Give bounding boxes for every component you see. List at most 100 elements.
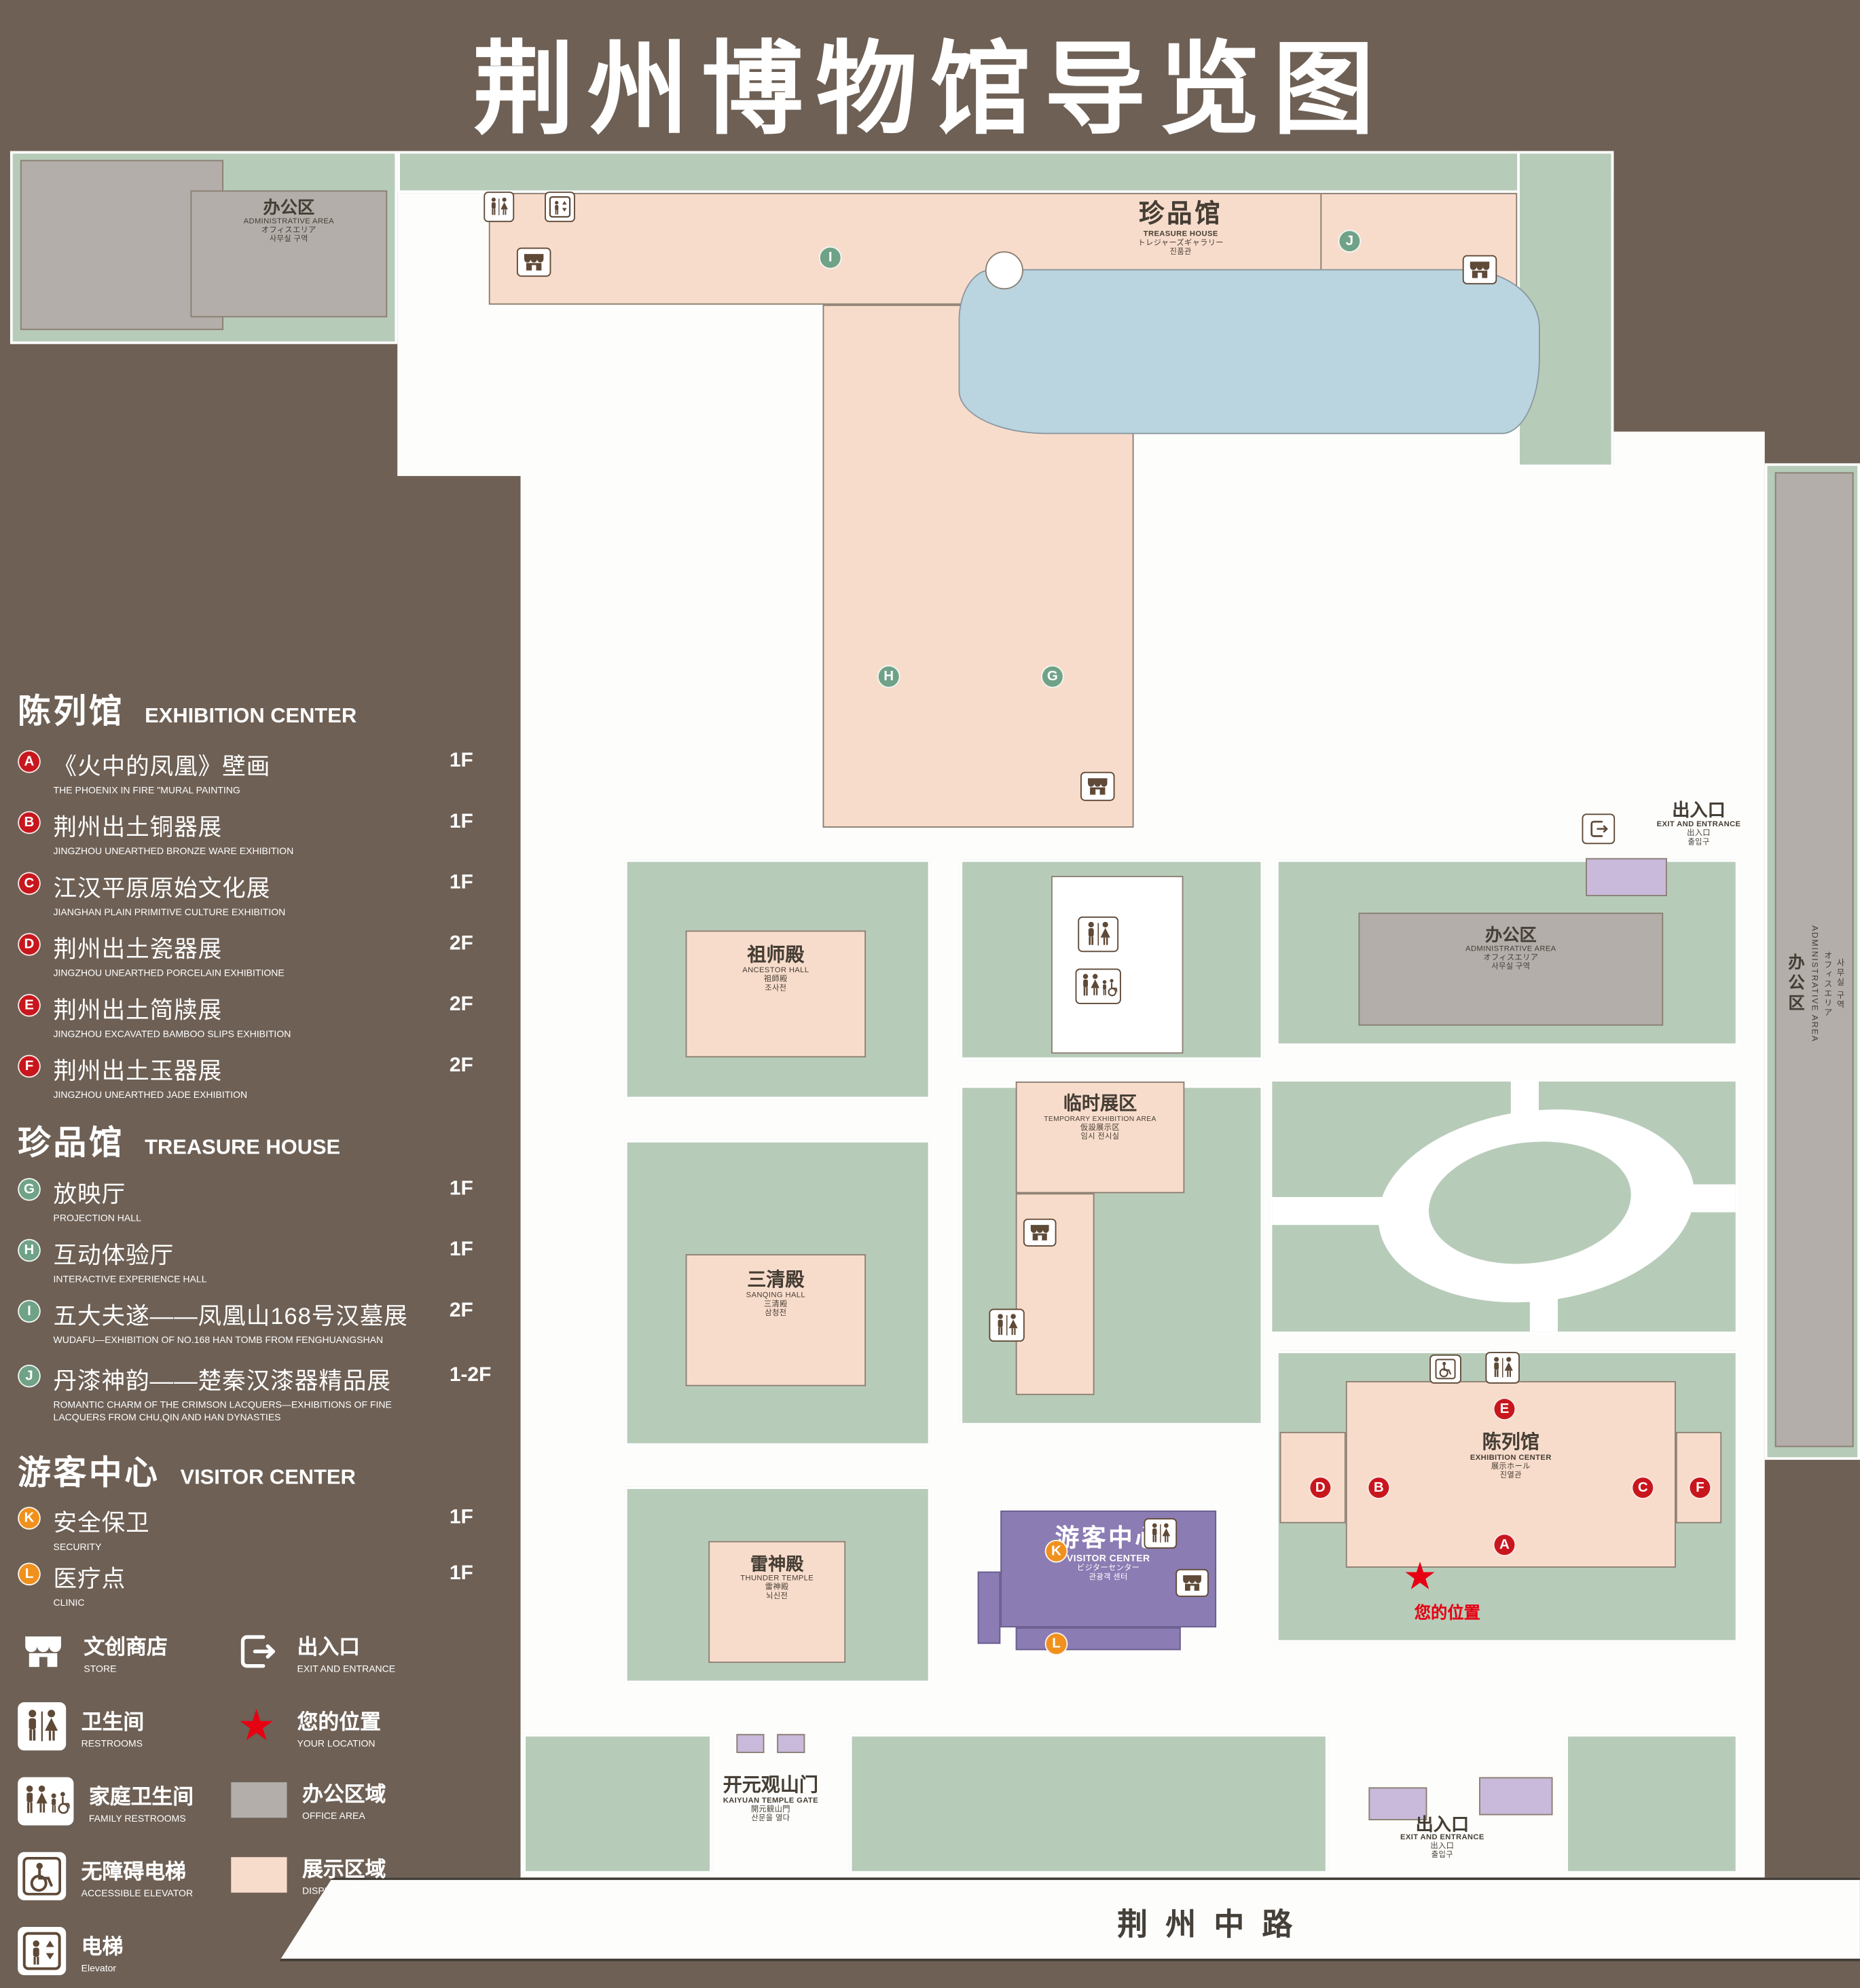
legend-symbol-store: 文创商店 STORE — [18, 1627, 168, 1676]
road — [279, 1877, 1860, 1962]
marker-j: J — [18, 1364, 41, 1388]
lawn-north-band — [397, 151, 1614, 194]
map-marker-b: B — [1367, 1476, 1391, 1499]
exit-icon — [231, 1627, 282, 1676]
pond-path-circle — [985, 251, 1023, 290]
legend-item-g: G 放映厅 PROJECTION HALL 1F — [18, 1177, 515, 1225]
store-icon — [1080, 771, 1115, 801]
building-thunder-temple — [708, 1541, 846, 1663]
map-marker-j: J — [1338, 229, 1362, 253]
legend-symbol-restroom: 卫生间 RESTROOMS — [18, 1702, 144, 1751]
legend-item-c: C 江汉平原原始文化展 JIANGHAN PLAIN PRIMITIVE CUL… — [18, 871, 515, 919]
legend-heading-treasure: 珍品馆 TREASURE HOUSE — [18, 1123, 341, 1162]
label-admin-nw: 办公区 ADMINISTRATIVE AREA オフィスエリア 사무실 구역 — [243, 198, 335, 244]
park-path-east — [1682, 1184, 1736, 1213]
label-exhibition: 陈列馆 EXHIBITION CENTER 展示ホール 진열관 — [1470, 1431, 1552, 1480]
exit-icon — [1582, 813, 1616, 845]
entrance-pad-south — [1479, 1777, 1553, 1816]
gate-pier — [777, 1733, 805, 1753]
your-location-star-icon: ★ — [237, 1702, 276, 1751]
map-marker-d: D — [1309, 1476, 1332, 1499]
map-marker-g: G — [1041, 665, 1064, 688]
building-sanqing-hall — [685, 1254, 867, 1386]
label-admin-east: 办公区 ADMINISTRATIVE AREA オフィスエリア 사무실 구역 — [1465, 925, 1556, 972]
legend-item-d: D 荆州出土瓷器展 JINGZHOU UNEARTHED PORCELAIN E… — [18, 932, 515, 980]
legend-item-j: J 丹漆神韵——楚秦汉漆器精品展 ROMANTIC CHARM OF THE C… — [18, 1363, 515, 1424]
legend-symbol-accessible-elevator: 无障碍电梯 ACCESSIBLE ELEVATOR — [18, 1852, 193, 1900]
park-path-south — [1529, 1292, 1558, 1332]
legend-item-a: A 《火中的凤凰》壁画 THE PHOENIX IN FIRE "MURAL P… — [18, 749, 515, 797]
page-title: 荆州博物馆导览图 — [473, 33, 1387, 147]
pond — [958, 269, 1540, 435]
label-exit-east: 出入口 EXIT AND ENTRANCE 出入口 출입구 — [1656, 799, 1741, 847]
building-visitor-south — [1015, 1627, 1181, 1651]
map-marker-i: I — [818, 246, 842, 270]
map-marker-c: C — [1631, 1476, 1655, 1499]
restroom-icon — [484, 191, 515, 223]
building-temporary-top — [1015, 1081, 1185, 1194]
store-icon — [18, 1627, 69, 1676]
elevator-icon — [18, 1927, 67, 1976]
store-icon — [1023, 1218, 1057, 1247]
legend-heading-exhibition: 陈列馆 EXHIBITION CENTER — [18, 691, 357, 731]
office-area-swatch — [231, 1781, 287, 1818]
map-marker-e: E — [1493, 1397, 1516, 1421]
marker-l: L — [18, 1562, 41, 1586]
legend-item-k: K 安全保卫 SECURITY 1F — [18, 1505, 515, 1553]
marker-e: E — [18, 993, 41, 1017]
label-ancestor-hall: 祖师殿 ANCESTOR HALL 祖師殿 조사전 — [742, 944, 809, 993]
restroom-icon — [989, 1308, 1025, 1342]
marker-k: K — [18, 1507, 41, 1530]
restroom-icon — [18, 1702, 67, 1751]
lawn-south-2 — [849, 1733, 1328, 1874]
label-treasure: 珍品馆 TREASURE HOUSE トレジャーズギャラリー 진품관 — [1137, 200, 1224, 257]
legend-symbol-office-area: 办公区域 OFFICE AREA — [231, 1777, 386, 1822]
building-ancestor-hall — [685, 930, 867, 1058]
building-admin-east — [1358, 913, 1664, 1026]
map-marker-l: L — [1044, 1632, 1068, 1655]
elevator-icon — [545, 191, 575, 223]
legend-symbol-elevator: 电梯 Elevator — [18, 1927, 123, 1976]
marker-f: F — [18, 1054, 41, 1078]
legend-item-l: L 医疗点 CLINIC 1F — [18, 1562, 515, 1610]
legend-item-f: F 荆州出土玉器展 JINGZHOU UNEARTHED JADE EXHIBI… — [18, 1054, 515, 1102]
marker-g: G — [18, 1177, 41, 1201]
marker-d: D — [18, 933, 41, 956]
building-admin-strip — [1774, 472, 1854, 1448]
accessible-elevator-icon — [18, 1852, 67, 1900]
family-restroom-icon — [18, 1777, 74, 1826]
legend-item-h: H 互动体验厅 INTERACTIVE EXPERIENCE HALL 1F — [18, 1238, 515, 1286]
your-location-star-icon: ★ — [1402, 1556, 1438, 1598]
lawn-sanqing — [624, 1139, 931, 1446]
legend-symbol-location: ★ 您的位置 YOUR LOCATION — [231, 1702, 381, 1750]
legend-heading-visitor: 游客中心 VISITOR CENTER — [18, 1453, 356, 1492]
road-name: 荆州中路 — [1117, 1908, 1311, 1943]
legend-symbol-family-restroom: 家庭卫生间 FAMILY RESTROOMS — [18, 1777, 194, 1826]
your-location-text: 您的位置 — [1414, 1603, 1480, 1623]
store-icon — [1462, 255, 1497, 284]
building-restrooms — [1051, 876, 1184, 1054]
label-sanqing-hall: 三清殿 SANQING HALL 三清殿 삼청전 — [746, 1269, 806, 1318]
accessible-elevator-icon — [1429, 1354, 1461, 1384]
label-kaiyuan-gate: 开元观山门 KAIYUAN TEMPLE GATE 開元観山門 산문을 열다 — [723, 1774, 818, 1823]
restroom-icon — [1485, 1352, 1520, 1384]
label-exit-south: 出入口 EXIT AND ENTRANCE 出入口 출입구 — [1400, 1814, 1484, 1860]
legend-symbol-exit: 出入口 EXIT AND ENTRANCE — [231, 1627, 395, 1676]
restroom-icon — [1078, 916, 1119, 953]
entrance-pad-south — [1368, 1787, 1427, 1821]
family-restroom-icon — [1075, 968, 1121, 1004]
map-marker-f: F — [1688, 1476, 1712, 1499]
label-visitor-center: 游客中心 VISITOR CENTER ビジターセンター 관광객 센터 — [1055, 1526, 1162, 1583]
store-icon — [516, 247, 551, 277]
marker-i: I — [18, 1300, 41, 1323]
legend-symbol-display-area: 展示区域 DISPLAY AREA — [231, 1852, 386, 1896]
store-icon — [1175, 1568, 1209, 1597]
legend-item-e: E 荆州出土简牍展 JINGZHOU EXCAVATED BAMBOO SLIP… — [18, 993, 515, 1041]
label-admin-strip: 办公区 ADMINISTRATIVE AREA オフィスエリア 사무실 구역 — [1785, 925, 1844, 1043]
gate-pier — [736, 1733, 765, 1753]
legend-item-b: B 荆州出土铜器展 JINGZHOU UNEARTHED BRONZE WARE… — [18, 810, 515, 858]
park-path-north — [1510, 1081, 1539, 1120]
label-temporary: 临时展区 TEMPORARY EXHIBITION AREA 仮設展示区 임시 … — [1044, 1094, 1156, 1141]
marker-c: C — [18, 872, 41, 896]
